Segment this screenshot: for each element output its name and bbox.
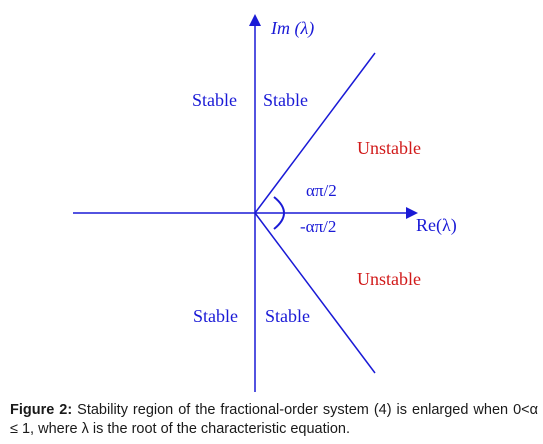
stability-region-diagram: Im (λ) Re(λ) Stable Stable Stable Stable… (73, 14, 457, 392)
caption-label: Figure 2: (10, 402, 73, 418)
figure-caption: Figure 2: Stability region of the fracti… (10, 401, 538, 439)
imaginary-axis-label: Im (λ) (270, 18, 314, 39)
boundary-line-upper (254, 52, 376, 214)
boundary-line-lower (254, 212, 376, 374)
stable-label-upper-left: Stable (192, 90, 237, 110)
angle-label-lower: -απ/2 (300, 217, 336, 236)
caption-text: Stability region of the fractional-order… (10, 402, 538, 437)
stable-label-lower-right: Stable (265, 306, 310, 326)
unstable-label-lower: Unstable (357, 269, 421, 289)
stable-label-lower-left: Stable (193, 306, 238, 326)
angle-label-upper: απ/2 (306, 181, 337, 200)
stable-label-upper-right: Stable (263, 90, 308, 110)
unstable-label-upper: Unstable (357, 138, 421, 158)
angle-arc (273, 196, 285, 230)
real-axis-label: Re(λ) (416, 215, 457, 236)
